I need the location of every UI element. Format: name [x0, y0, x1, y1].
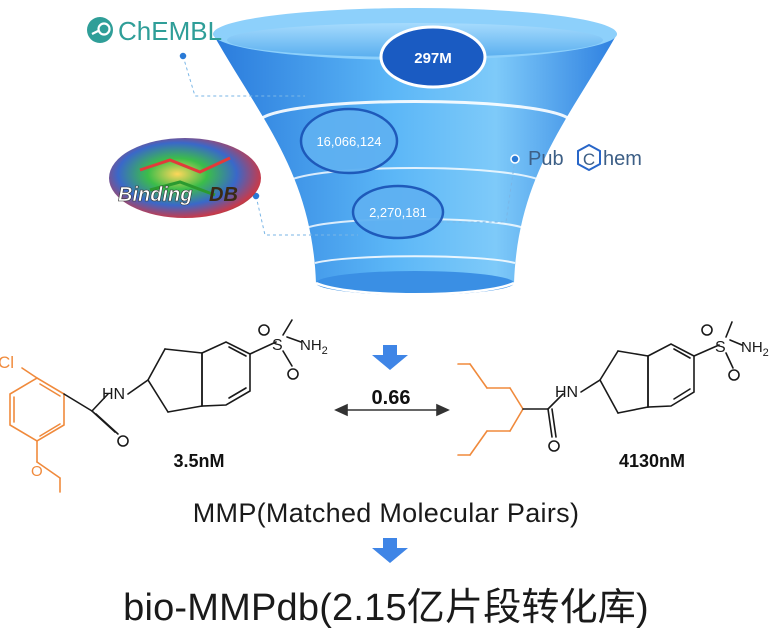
data-funnel: 297M 16,066,124 2,270,181 [213, 8, 617, 296]
funnel-bottom [316, 271, 514, 295]
pubchem-logo: Pub C hem [528, 143, 642, 172]
count-pubchem: 2,270,181 [369, 205, 427, 220]
pubchem-prefix: Pub [528, 148, 564, 170]
funnel-bottom-rim [315, 281, 515, 296]
chembl-molecule-icon [87, 17, 113, 43]
funnel-body [213, 34, 617, 283]
connector-chembl [182, 55, 305, 97]
delta-value: 0.66 [372, 387, 411, 409]
left-scaffold [63, 319, 302, 435]
connector-bindingdb [255, 195, 358, 236]
connector-dot-chembl [178, 51, 188, 61]
right-scaffold [522, 321, 743, 438]
left-nh2-atom: NH2 [300, 337, 328, 357]
bindingdb-name-right: DB [209, 184, 238, 206]
funnel-band-2 [289, 167, 541, 181]
right-nh2-atom: NH2 [741, 339, 769, 359]
pubchem-letter: C [583, 150, 595, 169]
funnel-band-4 [314, 255, 516, 264]
left-cl-atom: Cl [0, 353, 14, 372]
down-arrow-funnel [372, 345, 408, 370]
left-hn-atom: HN [102, 386, 125, 403]
bindingdb-name-left: Binding [118, 184, 192, 206]
right-variable-fragment [457, 363, 524, 456]
count-bindingdb-badge: 16,066,124 [299, 107, 399, 175]
right-molecule: HN S NH2 [457, 321, 769, 456]
bindingdb-ball-icon [109, 138, 261, 218]
funnel-band-1 [261, 100, 569, 120]
right-s-atom: S [715, 339, 726, 356]
count-chembl-badge: 297M [379, 25, 487, 89]
mmp-caption: MMP(Matched Molecular Pairs) [192, 498, 580, 528]
left-o-methoxy-atom: O [31, 463, 43, 480]
right-hn-atom: HN [555, 384, 578, 401]
source-connectors [182, 55, 516, 236]
chembl-name: ChEMBL [118, 16, 222, 46]
count-chembl: 297M [414, 50, 452, 67]
double-arrow-icon [334, 403, 450, 417]
left-s-atom: S [272, 337, 283, 354]
connector-dot-pubchem [510, 154, 520, 164]
right-activity-value: 4130nM [619, 451, 685, 471]
left-activity-value: 3.5nM [173, 451, 224, 471]
count-bindingdb: 16,066,124 [316, 134, 381, 149]
chembl-logo: ChEMBL [87, 16, 222, 46]
bindingdb-logo: Binding DB [109, 138, 261, 218]
pubchem-suffix: hem [603, 148, 642, 170]
left-molecule: Cl O HN S NH2 [0, 319, 328, 493]
pubchem-hexagon-icon [577, 143, 601, 172]
count-pubchem-badge: 2,270,181 [351, 184, 445, 240]
down-arrow-database [372, 538, 408, 563]
database-title: bio-MMPdb(2.15亿片段转化库) [123, 587, 649, 629]
